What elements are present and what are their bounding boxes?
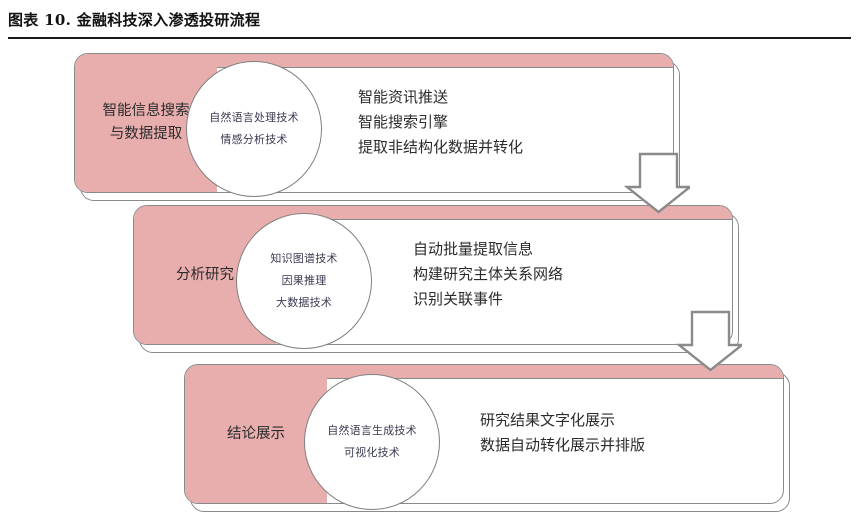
stage-2-output-2: 构建研究主体关系网络 [413,265,564,283]
stage-1-body: 智能信息搜索 与数据提取 [74,53,674,193]
stage-1-output-1: 智能资讯推送 [358,88,449,106]
stage-2-label: 分析研究 [176,266,234,283]
stage-1-label: 智能信息搜索 与数据提取 [102,103,190,142]
stage-2-tech-item-3: 大数据技术 [276,296,332,309]
stage-1-tech-circle: 自然语言处理技术 情感分析技术 [186,61,322,197]
stage-block-3[interactable]: 结论展示 自然语言生成技术 可视化技术 研究结果文字化展示 数据自动转化展示并排… [184,364,790,512]
stage-2-tech-circle: 知识图谱技术 因果推理 大数据技术 [236,213,372,349]
stage-3-tech-item-1: 自然语言生成技术 [327,424,417,437]
stage-2-tech-item-1: 知识图谱技术 [270,252,338,265]
stage-1-tech-item-1: 自然语言处理技术 [209,111,299,124]
stage-1-top-band [75,54,673,68]
connector-2 [666,310,746,372]
stage-3-label: 结论展示 [227,425,285,442]
stage-1-output-3: 提取非结构化数据并转化 [358,138,524,156]
stage-1-output-2: 智能搜索引擎 [358,113,449,131]
stage-block-1[interactable]: 智能信息搜索 与数据提取 自然语言处理技术 情感分析技术 智能资讯推送 智能搜索… [74,53,680,201]
stage-3-left-panel: 结论展示 [185,365,327,503]
stage-3-tech-circle: 自然语言生成技术 可视化技术 [304,374,440,510]
stage-1-tech-item-2: 情感分析技术 [220,133,288,146]
down-arrow-icon [623,152,694,214]
stage-2-tech-item-2: 因果推理 [281,274,327,287]
stage-3-output-1: 研究结果文字化展示 [480,411,616,429]
stage-1-output-list: 智能资讯推送 智能搜索引擎 提取非结构化数据并转化 [358,85,523,160]
down-arrow-icon [675,310,746,372]
stage-1-left-panel: 智能信息搜索 与数据提取 [75,54,217,192]
figure-title-bar: 图表 10. 金融科技深入渗透投研流程 [8,10,851,39]
stage-3-tech-item-2: 可视化技术 [344,446,400,459]
stage-2-output-1: 自动批量提取信息 [413,240,534,258]
stage-block-2[interactable]: 分析研究 知识图谱技术 因果推理 大数据技术 自动批量提取信息 构建研究主体关系… [133,205,739,353]
stage-3-top-band [185,365,783,379]
stage-3-output-2: 数据自动转化展示并排版 [480,436,646,454]
stage-2-output-3: 识别关联事件 [413,290,504,308]
stage-2-output-list: 自动批量提取信息 构建研究主体关系网络 识别关联事件 [413,237,563,312]
title-divider [8,37,851,39]
page-title: 图表 10. 金融科技深入渗透投研流程 [8,11,261,29]
connector-1 [614,152,694,214]
stage-3-body: 结论展示 [184,364,784,504]
stage-3-output-list: 研究结果文字化展示 数据自动转化展示并排版 [480,408,645,458]
